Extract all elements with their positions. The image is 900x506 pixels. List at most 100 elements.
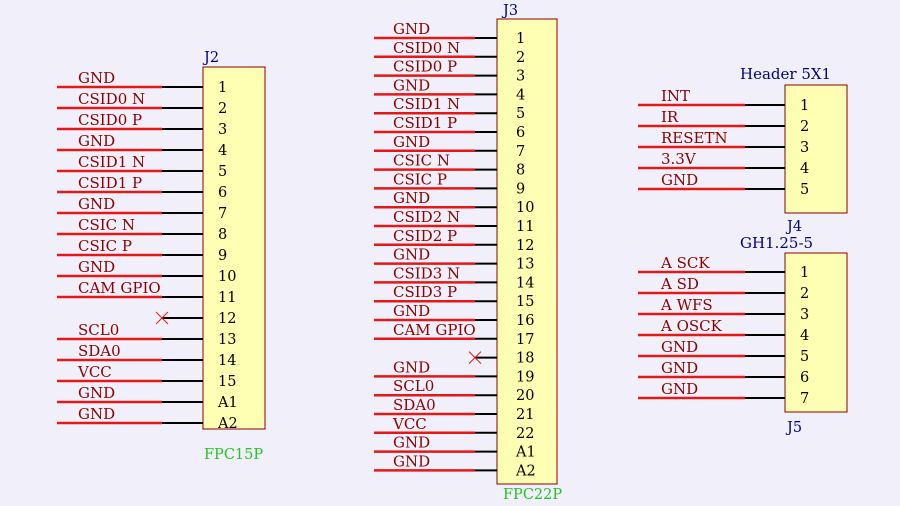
pin-4[interactable]: 3.3V4 [638, 150, 809, 177]
net-label[interactable]: SCL0 [78, 321, 119, 339]
net-label[interactable]: GND [78, 405, 115, 423]
net-label[interactable]: SCL0 [393, 377, 434, 395]
net-label[interactable]: GND [393, 358, 430, 376]
net-label[interactable]: A WFS [660, 296, 713, 314]
net-label[interactable]: SDA0 [78, 342, 121, 360]
pin-12[interactable]: CSID2 P12 [374, 227, 534, 254]
connector-body[interactable] [784, 84, 848, 214]
net-label[interactable]: GND [393, 20, 430, 38]
net-label[interactable]: CSIC N [393, 152, 450, 170]
net-label[interactable]: CSID3 P [393, 283, 457, 301]
net-label[interactable]: GND [78, 258, 115, 276]
net-label[interactable]: GND [393, 434, 430, 452]
net-label[interactable]: GND [393, 189, 430, 207]
pin-3[interactable]: CSID0 P3 [57, 111, 227, 138]
net-label[interactable]: 3.3V [661, 150, 697, 168]
net-label[interactable]: IR [661, 108, 679, 126]
net-label[interactable]: CSID0 P [78, 111, 142, 129]
pin-5[interactable]: CSID1 N5 [374, 95, 525, 122]
net-label[interactable]: GND [661, 359, 698, 377]
net-label[interactable]: CSID0 P [393, 58, 457, 76]
net-label[interactable]: GND [393, 133, 430, 151]
pin-2[interactable]: CSID0 N2 [374, 39, 525, 66]
net-label[interactable]: GND [661, 380, 698, 398]
pin-9[interactable]: CSIC P9 [57, 237, 227, 264]
net-label[interactable]: VCC [77, 363, 112, 381]
pin-6[interactable]: CSID1 P6 [374, 114, 525, 141]
net-label[interactable]: SDA0 [393, 396, 436, 414]
pin-14[interactable]: CSID3 N14 [374, 264, 534, 291]
net-label[interactable]: CSIC P [78, 237, 132, 255]
pin-18[interactable]: 18 [468, 351, 534, 367]
pin-8[interactable]: CSIC N8 [57, 216, 227, 243]
connector-body[interactable] [496, 18, 558, 485]
net-label[interactable]: CAM GPIO [78, 279, 161, 297]
pin-11[interactable]: CSID2 N11 [374, 208, 534, 235]
net-label[interactable]: GND [78, 69, 115, 87]
pin-9[interactable]: CSIC P9 [374, 170, 525, 197]
net-label[interactable]: CSID0 N [78, 90, 145, 108]
net-label[interactable]: CSIC P [393, 170, 447, 188]
net-label[interactable]: CSIC N [78, 216, 135, 234]
net-label[interactable]: A OSCK [660, 317, 723, 335]
net-label[interactable]: GND [78, 384, 115, 402]
net-label[interactable]: CSID3 N [393, 264, 460, 282]
net-label[interactable]: GND [393, 246, 430, 264]
pin-6[interactable]: CSID1 P6 [57, 174, 227, 201]
net-label[interactable]: GND [393, 452, 430, 470]
net-label[interactable]: INT [661, 87, 690, 105]
pin-15[interactable]: CSID3 P15 [374, 283, 534, 310]
connector-body[interactable] [784, 252, 848, 413]
net-label[interactable]: GND [393, 76, 430, 94]
net-label[interactable]: CSID1 P [78, 174, 142, 192]
net-label[interactable]: GND [78, 132, 115, 150]
net-label[interactable]: CSID0 N [393, 39, 460, 57]
net-label[interactable]: CSID2 N [393, 208, 460, 226]
pin-12[interactable]: 12 [155, 311, 236, 327]
pin-3[interactable]: CSID0 P3 [374, 58, 525, 85]
net-label[interactable]: RESETN [661, 129, 728, 147]
net-label[interactable]: VCC [392, 415, 427, 433]
net-label[interactable]: CSID1 N [393, 95, 460, 113]
net-label[interactable]: CAM GPIO [393, 321, 476, 339]
net-label[interactable]: GND [78, 195, 115, 213]
pin-2[interactable]: CSID0 N2 [57, 90, 227, 117]
pin-2[interactable]: A SD2 [638, 275, 809, 302]
connector-body[interactable] [202, 66, 266, 430]
net-label[interactable]: CSID1 P [393, 114, 457, 132]
net-label[interactable]: CSID2 P [393, 227, 457, 245]
net-label[interactable]: CSID1 N [78, 153, 145, 171]
net-label[interactable]: GND [393, 302, 430, 320]
